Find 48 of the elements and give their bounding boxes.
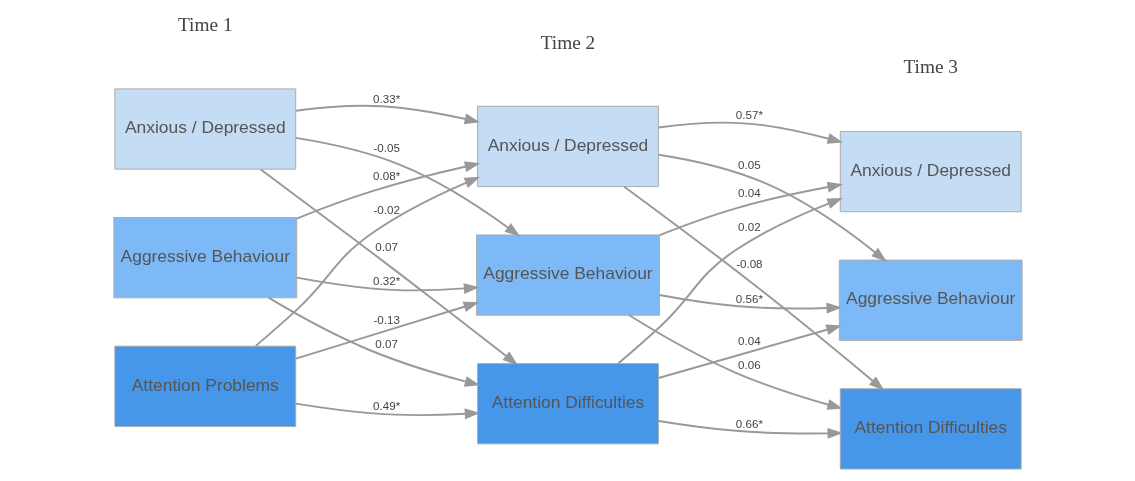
node-box: Anxious / Depressed	[476, 105, 659, 188]
arrow	[657, 153, 887, 262]
edge-label: -0.08	[735, 256, 763, 270]
label: Time 1	[177, 14, 233, 36]
label: Time 3	[902, 55, 958, 77]
edge-label: 0.07	[374, 337, 398, 351]
arrow	[617, 198, 843, 365]
edge-label: 0.57*	[735, 107, 763, 121]
node-box: Aggressive Behaviour	[112, 217, 297, 299]
edge-label: 0.02	[737, 220, 761, 234]
edge-label: 0.56*	[735, 291, 763, 305]
arrow	[295, 276, 479, 294]
edge-label: 0.08*	[372, 168, 400, 182]
node-box: Attention Problems	[113, 345, 296, 427]
edge-label: 0.07	[374, 239, 398, 253]
arrow	[657, 121, 843, 144]
edge-label: -0.13	[372, 313, 400, 327]
arrow	[259, 168, 518, 366]
edge-label: 0.04	[737, 186, 761, 200]
edge-label: 0.05	[737, 158, 761, 172]
edge-label: 0.49*	[372, 399, 400, 413]
node-box: Aggressive Behaviour	[475, 234, 660, 316]
arrow	[254, 176, 480, 347]
node-box: Anxious / Depressed	[839, 130, 1022, 213]
arrow	[294, 402, 480, 420]
edge-label: -0.05	[372, 140, 400, 154]
arrow	[295, 161, 480, 220]
arrow	[658, 181, 843, 237]
arrow	[294, 301, 479, 360]
arrow	[657, 420, 843, 439]
edge-label: 0.66*	[735, 416, 763, 430]
arrow	[627, 314, 843, 410]
arrow	[294, 136, 520, 237]
node-box: Anxious / Depressed	[113, 88, 296, 170]
arrow	[657, 324, 842, 379]
node-box: Attention Difficulties	[839, 388, 1022, 470]
edge-label: 0.33*	[372, 91, 400, 105]
arrow	[658, 294, 842, 314]
node-box: Attention Difficulties	[476, 363, 659, 445]
edge-label: 0.06	[737, 358, 761, 372]
arrow	[267, 296, 480, 387]
arrow	[294, 104, 480, 125]
arrow	[622, 185, 884, 391]
edge-label: 0.04	[737, 334, 761, 348]
edge-label: -0.02	[372, 202, 400, 216]
edge-label: 0.32*	[372, 274, 400, 288]
node-box: Aggressive Behaviour	[838, 259, 1023, 341]
label: Time 2	[540, 31, 595, 53]
